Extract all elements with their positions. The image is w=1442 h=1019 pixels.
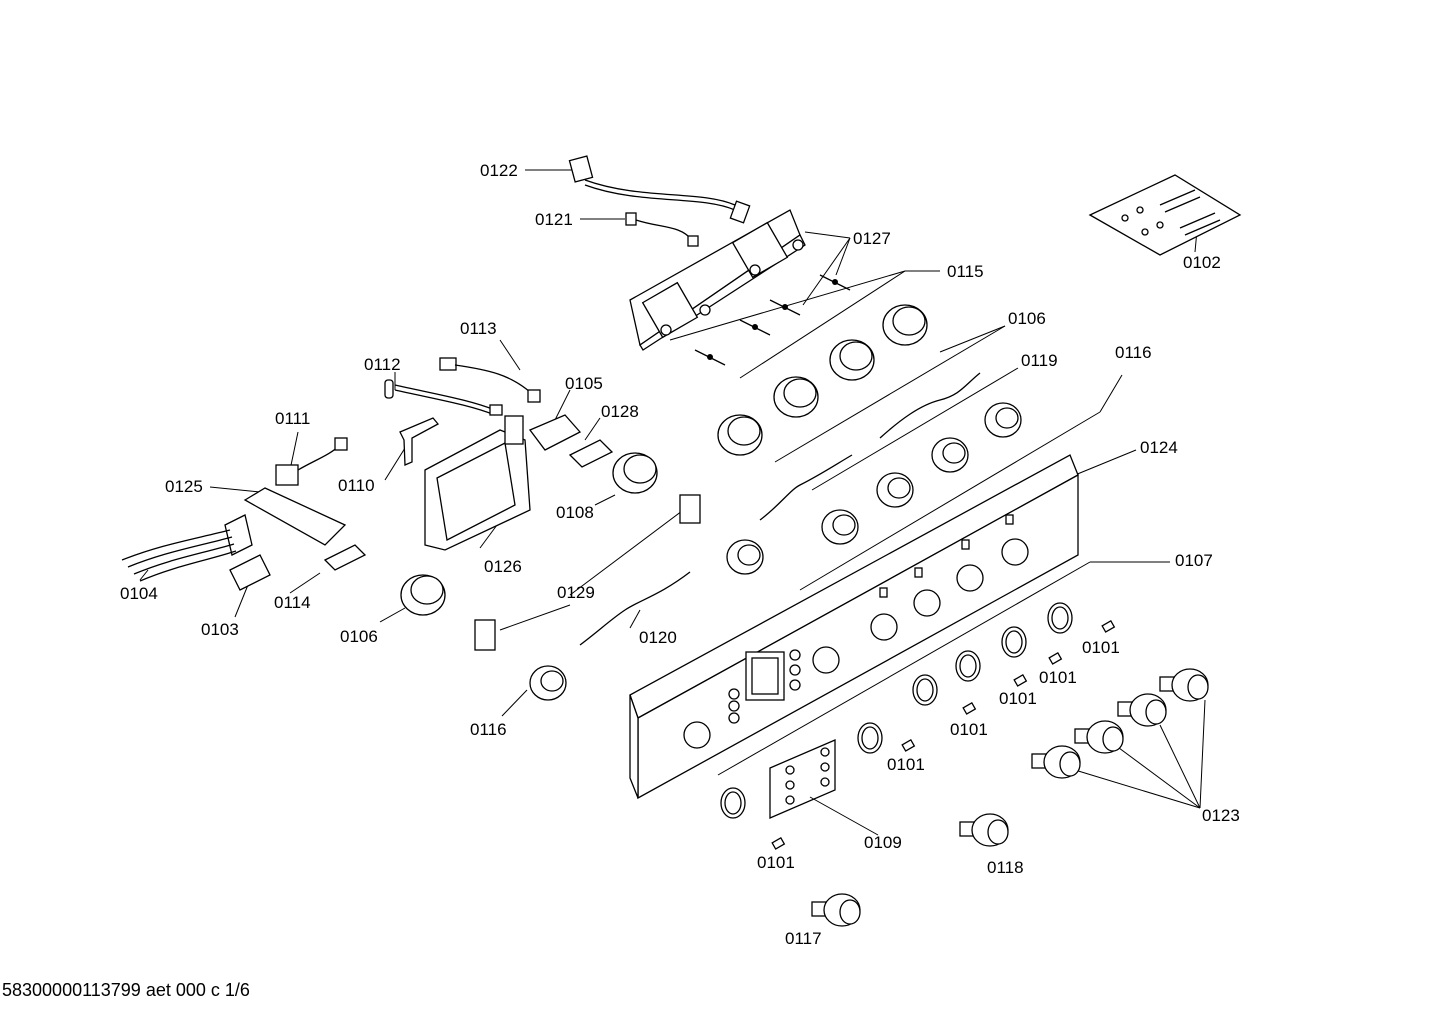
lamp-holders — [529, 402, 1022, 701]
callout-0129: 0129 — [557, 583, 595, 602]
callout-0127: 0127 — [853, 229, 891, 248]
callout-0101-a: 0101 — [1082, 638, 1120, 657]
terminal-group — [121, 437, 367, 591]
callout-0121: 0121 — [535, 210, 573, 229]
knobs — [811, 668, 1209, 927]
callout-0120: 0120 — [639, 628, 677, 647]
callout-0106-lower: 0106 — [340, 627, 378, 646]
callout-labels: 0122 0121 0127 0102 0115 0113 0106 0112 … — [120, 161, 1240, 948]
callout-0111: 0111 — [275, 409, 310, 428]
callout-0113: 0113 — [460, 319, 497, 338]
callout-0101-c: 0101 — [999, 689, 1037, 708]
callout-0101-d: 0101 — [950, 720, 988, 739]
callout-0114: 0114 — [274, 593, 311, 612]
callout-0110: 0110 — [338, 476, 375, 495]
callout-0125: 0125 — [165, 477, 203, 496]
callout-0123: 0123 — [1202, 806, 1240, 825]
lamp-wiring — [579, 372, 981, 646]
bushing-0108 — [612, 452, 658, 494]
callout-0128: 0128 — [601, 402, 639, 421]
callout-0105: 0105 — [565, 374, 603, 393]
callout-0116-lower: 0116 — [470, 720, 507, 739]
module-0126 — [424, 415, 531, 551]
harness-0113 — [384, 357, 541, 416]
callout-0101-e: 0101 — [887, 755, 925, 774]
rings-0107 — [720, 602, 1073, 819]
callout-0101-b: 0101 — [1039, 668, 1077, 687]
bushing-0106-lower — [400, 574, 446, 616]
callout-0119: 0119 — [1021, 351, 1058, 370]
callout-0104: 0104 — [120, 584, 158, 603]
callout-0103: 0103 — [201, 620, 239, 639]
harness-0122 — [568, 155, 751, 224]
callout-0118: 0118 — [987, 858, 1024, 877]
document-footer: 58300000113799 aet 000 c 1/6 — [2, 980, 250, 1000]
screw-bag-0102 — [1088, 174, 1242, 256]
callout-0126: 0126 — [484, 557, 522, 576]
callout-0122: 0122 — [480, 161, 518, 180]
switch-carrier — [629, 209, 806, 351]
front-panel-0124 — [629, 454, 1079, 800]
clips-0101 — [771, 620, 1116, 850]
callout-0106-top: 0106 — [1008, 309, 1046, 328]
callout-0102: 0102 — [1183, 253, 1221, 272]
callout-0107: 0107 — [1175, 551, 1213, 570]
screws-0109 — [769, 739, 836, 819]
bracket-0110 — [399, 417, 440, 466]
callout-0117: 0117 — [785, 929, 822, 948]
shafts — [694, 274, 851, 366]
callout-0115: 0115 — [947, 262, 984, 281]
switches-0129 — [474, 494, 701, 651]
callout-0101-f: 0101 — [757, 853, 795, 872]
knob-bushings-top — [717, 304, 928, 456]
callout-0116-top: 0116 — [1115, 343, 1152, 362]
callout-0108: 0108 — [556, 503, 594, 522]
callout-0109: 0109 — [864, 833, 902, 852]
parts-0105-0128 — [528, 414, 614, 468]
callout-0124: 0124 — [1140, 438, 1178, 457]
callout-0112: 0112 — [364, 355, 401, 374]
harness-0121 — [625, 212, 699, 247]
